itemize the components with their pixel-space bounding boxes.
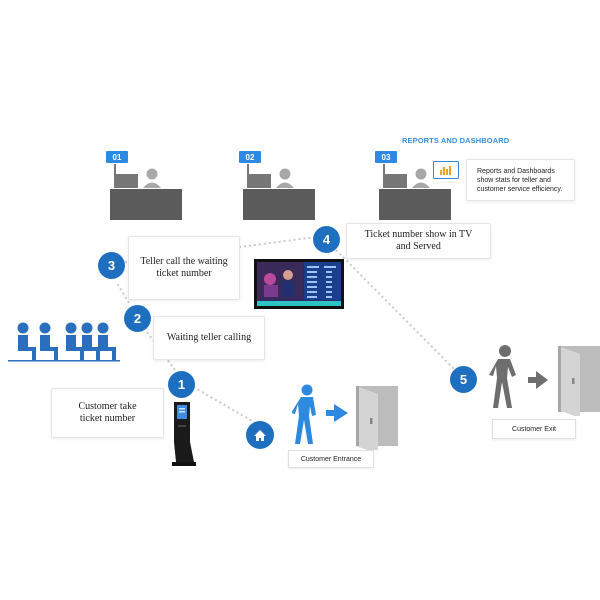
- step-3-box: Teller call the waiting ticket number: [128, 236, 240, 300]
- reports-title: REPORTS AND DASHBOARD: [402, 136, 510, 145]
- teller-desk-02: [243, 164, 315, 220]
- teller-desk-03: [379, 164, 451, 220]
- person-walking-icon: [292, 384, 316, 444]
- kiosk-icon: [172, 402, 196, 466]
- entrance-scene: [292, 384, 398, 450]
- entrance-label: Customer Entrance: [288, 450, 374, 468]
- arrow-icon: [528, 371, 548, 389]
- chart-icon: [433, 161, 459, 179]
- person-walking-icon: [489, 345, 516, 408]
- step-2-circle: 2: [124, 305, 151, 332]
- counter-badge-01: 01: [106, 151, 128, 163]
- counter-badge-03: 03: [375, 151, 397, 163]
- step-1-text: Customer take ticket number: [78, 401, 137, 424]
- exit-scene: [489, 345, 600, 416]
- seated-people-icon: [8, 322, 120, 362]
- door-icon: [356, 386, 398, 450]
- step-4-text: Ticket number show in TV and Served: [364, 229, 473, 252]
- step-1-circle: 1: [168, 371, 195, 398]
- step-2-box: Waiting teller calling: [153, 316, 265, 360]
- tv-screen-icon: [254, 259, 344, 309]
- step-3-circle: 3: [98, 252, 125, 279]
- home-icon: [254, 429, 266, 441]
- step-2-text: Waiting teller calling: [166, 332, 252, 343]
- step-4-circle: 4: [313, 226, 340, 253]
- step-1-box: Customer take ticket number: [51, 388, 164, 438]
- arrow-icon: [326, 404, 348, 422]
- step-5-circle: 5: [450, 366, 477, 393]
- teller-desk-01: [110, 164, 182, 220]
- counter-badge-02: 02: [239, 151, 261, 163]
- step-3-text: Teller call the waiting ticket number: [140, 256, 228, 279]
- step-4-box: Ticket number show in TV and Served: [346, 223, 491, 259]
- home-circle: [246, 421, 274, 449]
- door-icon: [558, 346, 600, 416]
- exit-label: Customer Exit: [492, 419, 576, 439]
- reports-description: Reports and Dashboards show stats for te…: [466, 159, 575, 201]
